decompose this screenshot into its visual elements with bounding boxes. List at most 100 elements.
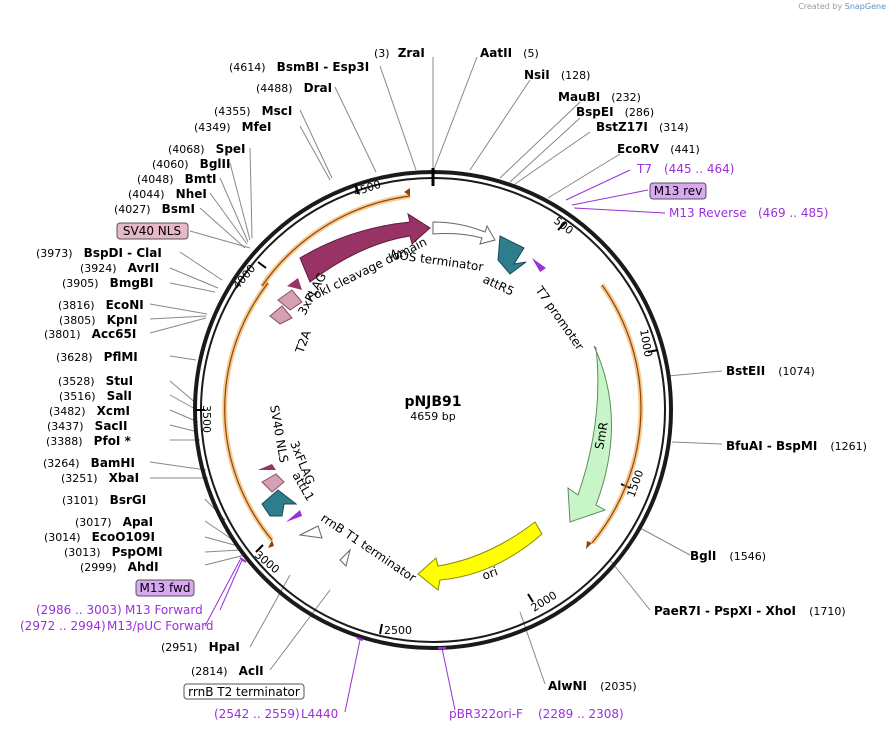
flag-inner-feature[interactable] xyxy=(261,473,285,493)
primer-m13r-name: M13 Reverse xyxy=(669,206,747,220)
svg-text:(3516) SalI: (3516) SalI xyxy=(59,385,132,404)
site-avrii: AvrII xyxy=(128,261,160,275)
site-bmgbi: BmgBI xyxy=(110,276,154,290)
site-sali: SalI xyxy=(107,389,132,403)
site-bfuai: BfuAI - BspMI xyxy=(726,439,817,453)
rrnb-t2-box-label: rrnB T2 terminator xyxy=(188,685,300,699)
svg-text:(3801) Acc65I: (3801) Acc65I xyxy=(44,323,136,342)
attL1-tick xyxy=(286,510,302,522)
site-acc65i: Acc65I xyxy=(92,327,137,341)
m13fwd-box-label: M13 fwd xyxy=(140,581,191,595)
site-pspomi: PspOMI xyxy=(112,545,163,559)
m13rev-box[interactable] xyxy=(649,182,707,200)
site-ahdi: AhdI xyxy=(128,560,159,574)
site-econi: EcoNI xyxy=(106,298,144,312)
svg-text:(4027) BsmI: (4027) BsmI xyxy=(114,198,195,217)
sv40-inner-feature[interactable] xyxy=(258,464,276,470)
credit: Created by SnapGene xyxy=(798,2,886,11)
site-pflmi: PflMI xyxy=(104,350,138,364)
svg-text:PaeR7I - PspXI - XhoI (171: PaeR7I - PspXI - XhoI (1710) xyxy=(654,600,846,619)
primer-t7-range: (445 .. 464) xyxy=(664,162,734,176)
svg-text:(3816) EcoNI: (3816) EcoNI xyxy=(58,294,144,313)
track-arrow-2 xyxy=(404,188,410,196)
rrnb-t2-box[interactable] xyxy=(183,683,305,700)
site-bspei: BspEI xyxy=(576,105,614,119)
svg-text:(3805) KpnI: (3805) KpnI xyxy=(59,309,138,328)
svg-text:(3251) XbaI: (3251) XbaI xyxy=(61,467,139,486)
site-bspdi: BspDI - ClaI xyxy=(84,246,162,260)
label-ori: ori xyxy=(480,564,499,582)
site-spei: SpeI xyxy=(216,142,246,156)
orange-track-lines xyxy=(224,195,642,544)
primer-pbr322-range: (2289 .. 2308) xyxy=(538,707,624,721)
svg-text:(3482) XcmI: (3482) XcmI xyxy=(49,400,130,419)
svg-text:(2999) AhdI: (2999) AhdI xyxy=(80,556,159,575)
track-arrow-3 xyxy=(268,540,274,548)
smr-feature[interactable] xyxy=(567,345,612,523)
site-apai: ApaI xyxy=(123,515,153,529)
svg-text:(2814) AclI: (2814) AclI xyxy=(191,660,264,679)
svg-text:(4068) SpeI: (4068) SpeI xyxy=(168,138,246,157)
label-t2a: T2A xyxy=(292,328,314,356)
svg-text:(3437) SacII: (3437) SacII xyxy=(47,415,127,434)
label-smr: SmR xyxy=(592,421,611,451)
primer-t7-name: T7 xyxy=(636,162,652,176)
svg-text:(4349) MfeI: (4349) MfeI xyxy=(194,116,271,135)
m13fwd-marker xyxy=(239,557,247,563)
svg-text:(4044) NheI: (4044) NheI xyxy=(128,183,207,202)
svg-text:BstZ17I (314): BstZ17I (314) xyxy=(596,116,689,135)
rrnb-t1-feature[interactable] xyxy=(339,548,351,567)
primer-labels: T7 (445 .. 464) M13 Reverse (469 .. 485)… xyxy=(20,162,828,721)
site-zrai: ZraI xyxy=(398,46,425,60)
svg-text:EcoRV (441): EcoRV (441) xyxy=(617,138,700,157)
l4440-marker xyxy=(356,637,364,641)
svg-text:(3) ZraI: (3) ZraI xyxy=(374,42,425,61)
site-hpai: HpaI xyxy=(209,640,240,654)
site-msci: MscI xyxy=(262,104,293,118)
svg-text:(3013) PspOMI: (3013) PspOMI xyxy=(64,541,163,560)
primer-l4440-name: L4440 xyxy=(301,707,338,721)
svg-text:BstEII (1074): BstEII (1074) xyxy=(726,360,815,379)
site-alwni: AlwNI xyxy=(548,679,587,693)
t7-promoter-feature[interactable] xyxy=(532,258,546,272)
attR5-feature[interactable] xyxy=(497,235,527,275)
site-sacii: SacII xyxy=(95,419,128,433)
plasmid-length: 4659 bp xyxy=(410,410,455,423)
m13fwd-box[interactable] xyxy=(135,579,195,597)
label-sv40-inner: SV40 NLS xyxy=(267,404,291,464)
site-stui: StuI xyxy=(106,374,133,388)
flag-top-feature[interactable] xyxy=(287,278,302,290)
tick-2000: 2000 xyxy=(529,589,560,615)
svg-text:(4488) DraI: (4488) DraI xyxy=(256,77,332,96)
primer-m13puc-name: M13/pUC Forward xyxy=(107,619,214,633)
tick-3500: 3500 xyxy=(200,405,213,433)
svg-text:AlwNI (2035): AlwNI (2035) xyxy=(548,675,637,694)
nos-terminator-feature[interactable] xyxy=(432,221,496,245)
site-xcmi: XcmI xyxy=(97,404,130,418)
orange-tracks xyxy=(222,193,644,545)
svg-text:BfuAI - BspMI (1261): BfuAI - BspMI (1261) xyxy=(726,435,867,454)
fok1-feature[interactable] xyxy=(299,212,431,283)
svg-text:(3264) BamHI: (3264) BamHI xyxy=(43,452,135,471)
svg-text:(4060) BglII: (4060) BglII xyxy=(152,153,230,172)
sites-right: (3) ZraI AatII (5) NsiI (128) MauBI (232… xyxy=(374,42,867,694)
site-paer7i: PaeR7I - PspXI - XhoI xyxy=(654,604,796,618)
primer-m13f-name: M13 Forward xyxy=(125,603,203,617)
svg-text:AatII (5): AatII (5) xyxy=(480,42,539,61)
label-t7-promoter: T7 promoter xyxy=(532,283,587,353)
site-drai: DraI xyxy=(304,81,332,95)
svg-text:BspEI (286): BspEI (286) xyxy=(576,101,654,120)
ori-feature[interactable] xyxy=(417,521,543,591)
sv40-box[interactable] xyxy=(116,222,189,240)
svg-text:MauBI (232): MauBI (232) xyxy=(558,86,641,105)
site-nhei: NheI xyxy=(176,187,207,201)
site-mfei: MfeI xyxy=(242,120,272,134)
svg-text:(4614) BsmBI - Esp3I: (4614) BsmBI - Esp3I xyxy=(229,56,369,75)
t2a-feature-2 xyxy=(269,305,293,325)
tick-1000: 1000 xyxy=(637,328,655,358)
t2a-feature[interactable] xyxy=(277,289,303,311)
site-bglii: BglII xyxy=(200,157,231,171)
attL1-feature[interactable] xyxy=(261,489,298,517)
site-bgli: BglI xyxy=(690,549,716,563)
site-bmti: BmtI xyxy=(185,172,217,186)
